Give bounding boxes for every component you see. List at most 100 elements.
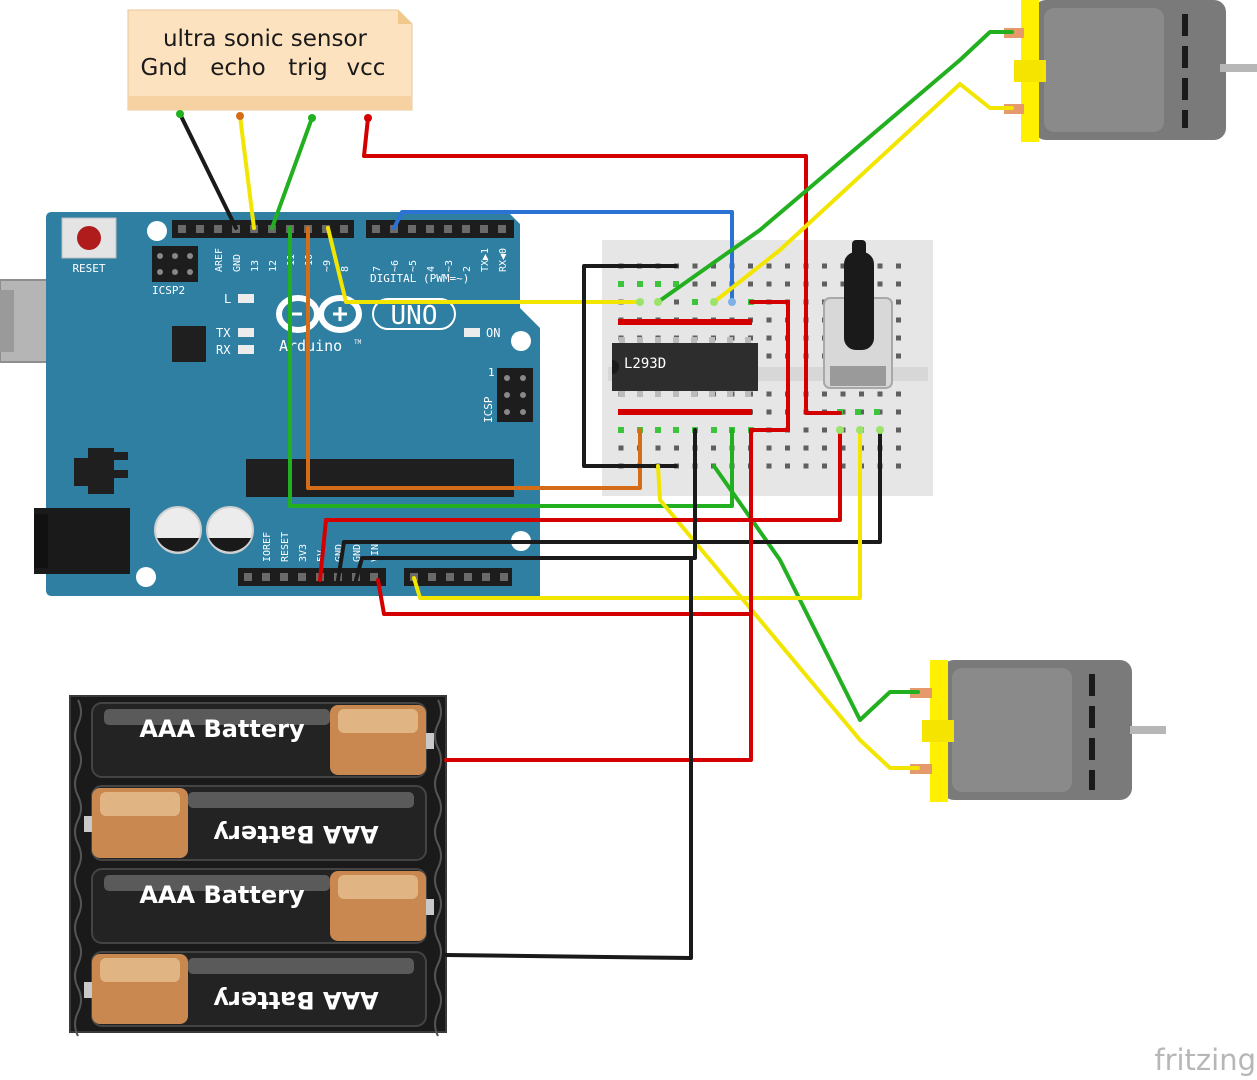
arduino-logo-icon bbox=[276, 295, 456, 333]
breadboard-hole bbox=[896, 463, 901, 469]
breadboard-hole bbox=[859, 409, 864, 415]
usb-chip bbox=[172, 326, 206, 362]
breadboard-hole-active bbox=[874, 409, 880, 415]
fritzing-watermark: fritzing bbox=[1154, 1043, 1256, 1077]
led-rx bbox=[238, 345, 254, 354]
battery-label: AAA Battery bbox=[139, 881, 305, 909]
gnd2-wire bbox=[354, 428, 697, 582]
breadboard-hole bbox=[877, 263, 883, 269]
breadboard-hole bbox=[711, 445, 716, 451]
top-pin-label: AREF bbox=[214, 248, 225, 272]
power-pin-label: VIN bbox=[370, 544, 381, 562]
chip-pin bbox=[619, 391, 625, 397]
chip-pin bbox=[655, 337, 661, 343]
motor2-yellow-wire bbox=[656, 464, 920, 770]
led-on bbox=[464, 328, 480, 337]
capacitor-1 bbox=[154, 506, 202, 554]
breadboard-hole bbox=[803, 463, 809, 469]
breadboard-hole bbox=[859, 391, 864, 397]
breadboard-hole bbox=[748, 281, 753, 287]
board-brand: Arduino bbox=[279, 337, 342, 355]
header-pin-hole bbox=[372, 225, 380, 233]
bb-vcc-link bbox=[749, 300, 790, 432]
header-pin-hole bbox=[480, 225, 488, 233]
icsp2-label: ICSP2 bbox=[152, 284, 185, 297]
voltage-regulator bbox=[74, 448, 128, 494]
breadboard-hole bbox=[896, 353, 901, 359]
sensor-note: ultra sonic sensor Gnd echo trig vcc bbox=[127, 9, 413, 111]
header-pin-hole bbox=[498, 225, 506, 233]
l293d-chip: L293D bbox=[612, 337, 758, 397]
breadboard-hole bbox=[803, 427, 809, 433]
dc-motor-bottom bbox=[910, 660, 1166, 802]
wire-endpoint bbox=[876, 426, 884, 434]
battery-neg-wire bbox=[444, 556, 693, 960]
breadboard-hole-active bbox=[655, 427, 661, 433]
battery-label: AAA Battery bbox=[139, 715, 305, 743]
sensor-note-title: ultra sonic sensor bbox=[163, 26, 368, 52]
breadboard-hole bbox=[711, 263, 716, 269]
header-pin-hole bbox=[446, 573, 454, 581]
top-pin-label: ~5 bbox=[408, 260, 419, 272]
motor1-green-wire bbox=[656, 30, 1014, 304]
chip-pin bbox=[673, 337, 679, 343]
dc-motor-top bbox=[1004, 0, 1257, 142]
header-pin-hole bbox=[464, 573, 472, 581]
header-pin-hole bbox=[196, 225, 204, 233]
analog-header bbox=[404, 568, 512, 586]
aaa-battery: AAA Battery bbox=[91, 702, 434, 778]
potentiometer[interactable] bbox=[823, 240, 893, 389]
bb-gnd-loop bbox=[582, 264, 678, 468]
top-pin-label: 12 bbox=[268, 260, 279, 272]
breadboard-hole bbox=[822, 263, 827, 269]
top-pin-label: 2 bbox=[462, 266, 473, 272]
breadboard-hole bbox=[840, 445, 846, 451]
5v-wire bbox=[318, 428, 842, 582]
header-pin-hole bbox=[370, 573, 378, 581]
chip-pin bbox=[691, 337, 697, 343]
breadboard-hole bbox=[840, 281, 846, 287]
wires bbox=[176, 30, 1014, 960]
breadboard-hole bbox=[766, 317, 772, 323]
header-pin-hole bbox=[444, 225, 452, 233]
board-model: UNO bbox=[391, 301, 438, 331]
digital-header-right bbox=[366, 220, 514, 238]
breadboard-hole bbox=[822, 463, 827, 469]
top-pin-label: ~6 bbox=[390, 260, 401, 272]
battery-label: AAA Battery bbox=[213, 986, 379, 1014]
wire-endpoint bbox=[836, 426, 844, 434]
breadboard-hole bbox=[785, 463, 790, 469]
top-pin-label: 7 bbox=[372, 266, 383, 272]
breadboard-hole-active bbox=[618, 281, 624, 287]
breadboard-hole bbox=[766, 391, 772, 397]
breadboard-hole bbox=[748, 263, 753, 269]
chip-pin bbox=[745, 391, 751, 397]
wire-endpoint bbox=[636, 298, 644, 306]
led-tx-label: TX bbox=[216, 326, 231, 340]
breadboard-hole-active bbox=[618, 427, 624, 433]
header-pin-hole bbox=[178, 225, 186, 233]
dc-power-jack bbox=[34, 508, 130, 574]
breadboard-hole bbox=[766, 463, 772, 469]
breadboard-hole-active bbox=[655, 281, 661, 287]
wire-endpoint bbox=[236, 112, 244, 120]
reset-button[interactable] bbox=[61, 217, 117, 259]
board-outline bbox=[46, 212, 540, 596]
icsp-header bbox=[497, 368, 533, 422]
top-pin-label: RX◀0 bbox=[498, 248, 509, 272]
breadboard-hole bbox=[896, 427, 901, 433]
wire-endpoint bbox=[728, 298, 736, 306]
breadboard-hole bbox=[877, 281, 883, 287]
power-pin-label: 3V3 bbox=[298, 544, 309, 562]
sensor-echo-wire bbox=[238, 114, 256, 230]
breadboard-hole bbox=[803, 445, 809, 451]
header-pin-hole bbox=[426, 225, 434, 233]
led-tx bbox=[238, 328, 254, 337]
breadboard-hole bbox=[896, 335, 901, 341]
chip-pin bbox=[709, 337, 715, 343]
led-on-label: ON bbox=[486, 326, 500, 340]
icsp-pin1-label: 1 bbox=[488, 366, 495, 379]
sensor-vcc-wire bbox=[362, 116, 842, 415]
header-pin-hole bbox=[244, 573, 252, 581]
top-pin-label: 4 bbox=[426, 266, 437, 272]
